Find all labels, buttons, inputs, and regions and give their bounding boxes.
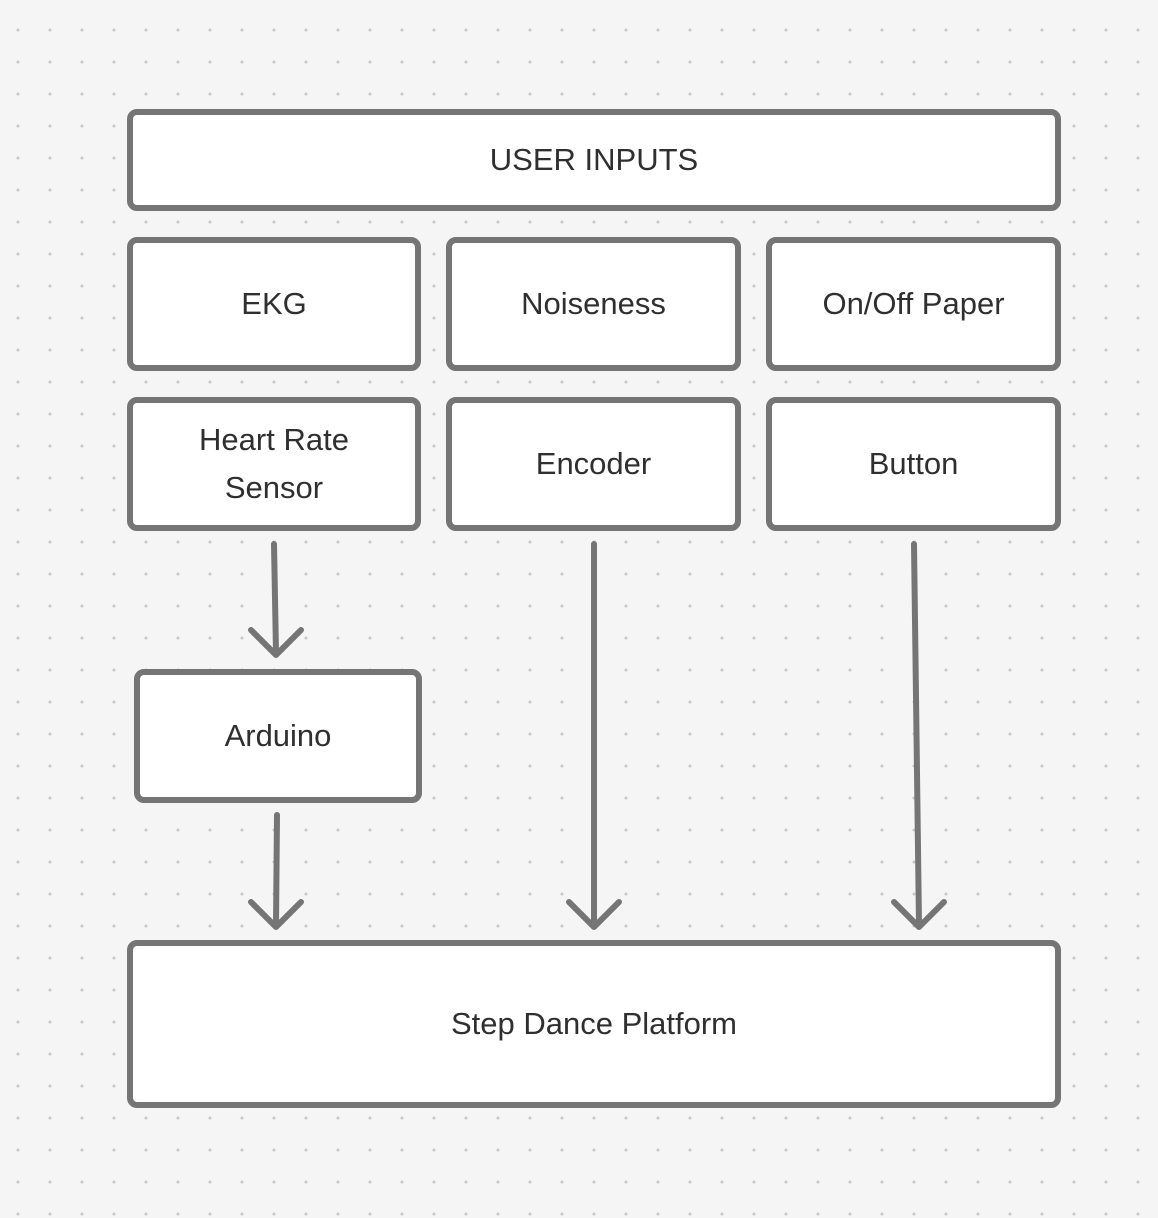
arrow-shaft — [273, 812, 280, 928]
arrow-head — [891, 899, 947, 930]
button-label: Button — [868, 446, 959, 481]
on-off-paper-node[interactable]: On/Off Paper — [766, 237, 1061, 371]
ekg-label: EKG — [241, 286, 307, 321]
arrow-button-to-platform[interactable] — [891, 541, 947, 930]
heart-rate-sensor-label: Heart Rate Sensor — [199, 422, 349, 505]
encoder-node[interactable]: Encoder — [446, 397, 741, 531]
arrow-encoder-to-platform[interactable] — [566, 541, 622, 930]
arrow-head — [566, 899, 622, 930]
encoder-label: Encoder — [535, 446, 652, 481]
arrow-arduino-to-platform[interactable] — [248, 812, 304, 930]
arrow-head — [248, 627, 304, 658]
user-inputs-label: USER INPUTS — [489, 142, 699, 177]
noiseness-node[interactable]: Noiseness — [446, 237, 741, 371]
arrow-heart-rate-to-arduino[interactable] — [248, 541, 304, 658]
button-node[interactable]: Button — [766, 397, 1061, 531]
arduino-node[interactable]: Arduino — [134, 669, 422, 803]
user-inputs-node[interactable]: USER INPUTS — [127, 109, 1061, 211]
on-off-paper-label: On/Off Paper — [822, 286, 1005, 321]
arduino-label: Arduino — [224, 718, 332, 753]
arrow-shaft — [271, 541, 279, 655]
step-dance-platform-node[interactable]: Step Dance Platform — [127, 940, 1061, 1108]
arrow-shaft — [911, 541, 922, 928]
noiseness-label: Noiseness — [521, 286, 666, 321]
step-dance-platform-label: Step Dance Platform — [450, 1006, 738, 1041]
ekg-node[interactable]: EKG — [127, 237, 421, 371]
arrow-head — [248, 899, 304, 930]
heart-rate-sensor-node[interactable]: Heart Rate Sensor — [127, 397, 421, 531]
